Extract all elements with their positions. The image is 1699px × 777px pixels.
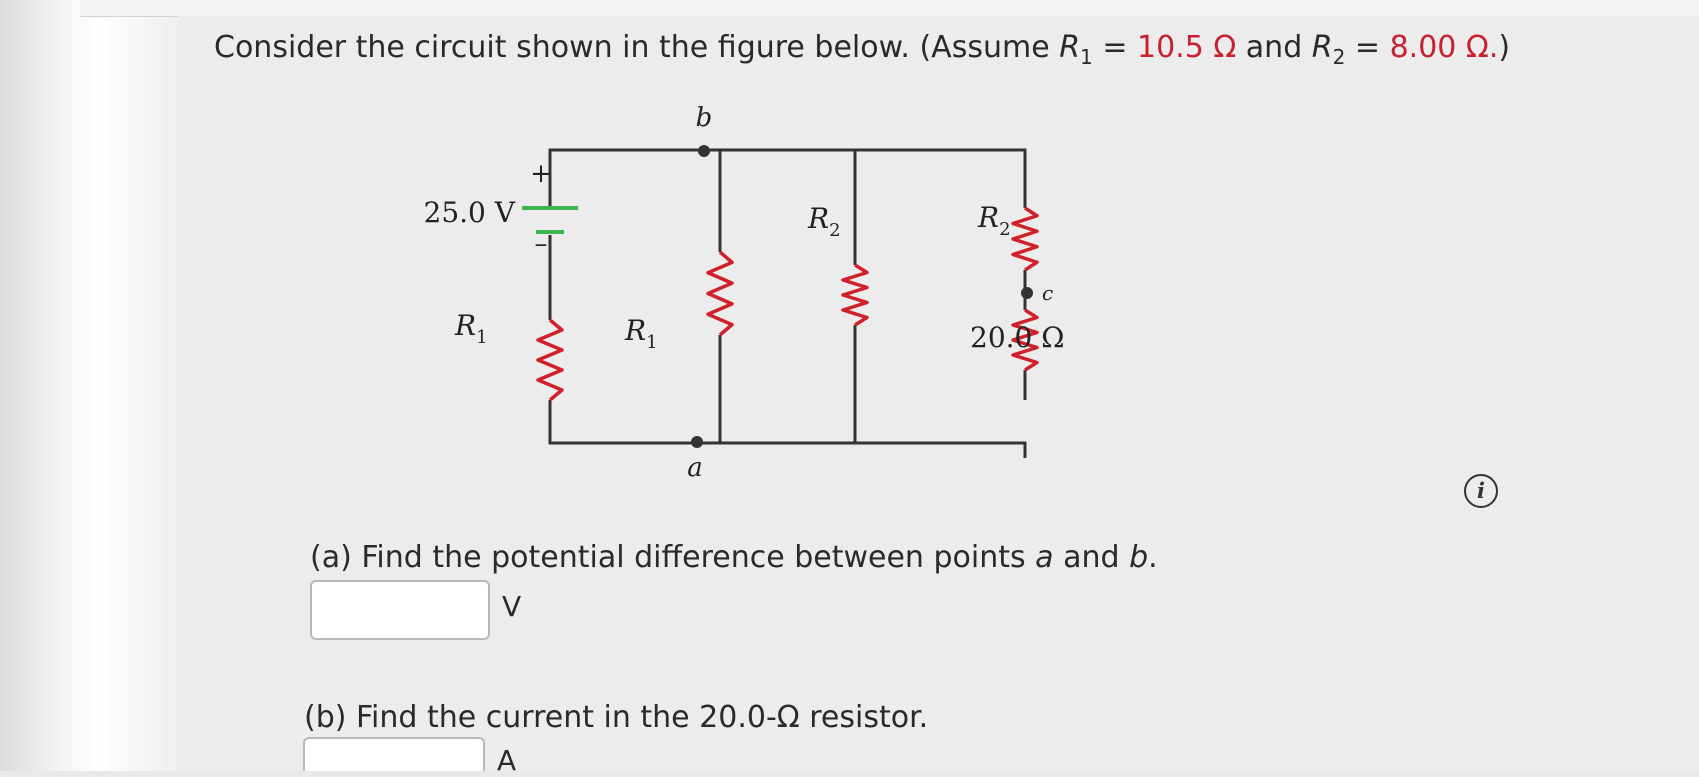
- r1-value: 10.5 Ω: [1137, 30, 1237, 65]
- resistor-20-ohm: [1011, 308, 1039, 372]
- battery-voltage-label: 25.0 V: [424, 196, 516, 229]
- node-b-dot: [698, 145, 710, 157]
- node-a-dot: [691, 436, 703, 448]
- r2-middle-label: R2: [807, 202, 841, 241]
- minus-sign: –: [535, 229, 548, 259]
- info-icon[interactable]: i: [1464, 474, 1498, 508]
- r2-right-label: R2: [977, 201, 1011, 240]
- plus-sign: +: [530, 159, 552, 189]
- battery: [522, 206, 578, 234]
- part-b-text: (b) Find the current in the 20.0-Ω resis…: [304, 700, 929, 735]
- part-a-text: (a) Find the potential difference betwee…: [310, 540, 1158, 575]
- r1-middle-label: R1: [624, 314, 658, 353]
- circuit-wires: [548, 148, 1027, 458]
- top-bar: [80, 0, 1699, 17]
- node-b-label: b: [696, 103, 713, 133]
- node-c-label: c: [1042, 281, 1053, 305]
- question-panel: [178, 16, 1699, 771]
- answer-b-unit: A: [497, 744, 517, 777]
- node-c-dot: [1021, 287, 1033, 299]
- resistor-r2-right: [1011, 206, 1039, 272]
- r2-value: 8.00 Ω.: [1389, 30, 1499, 65]
- node-a-label: a: [687, 453, 703, 483]
- r1-left-label: R1: [454, 309, 488, 348]
- answer-b-box[interactable]: [303, 737, 485, 771]
- resistor-r1-middle: [706, 250, 734, 337]
- question-text: Consider the circuit shown in the figure…: [214, 30, 1511, 69]
- circuit-diagram: b a c + – 25.0 V R1 R1 R2 R2 20.0 Ω: [424, 103, 1065, 483]
- left-blurred-strip: [0, 0, 178, 771]
- answer-b-input[interactable]: [305, 739, 483, 771]
- answer-a-input[interactable]: [312, 582, 488, 638]
- resistor-r2-middle: [841, 263, 869, 327]
- answer-a-unit: V: [502, 590, 522, 623]
- answer-a-box[interactable]: [310, 580, 490, 640]
- resistors: [536, 206, 1039, 402]
- resistor-r1-left: [536, 318, 564, 402]
- resistor-20-label: 20.0 Ω: [970, 321, 1064, 354]
